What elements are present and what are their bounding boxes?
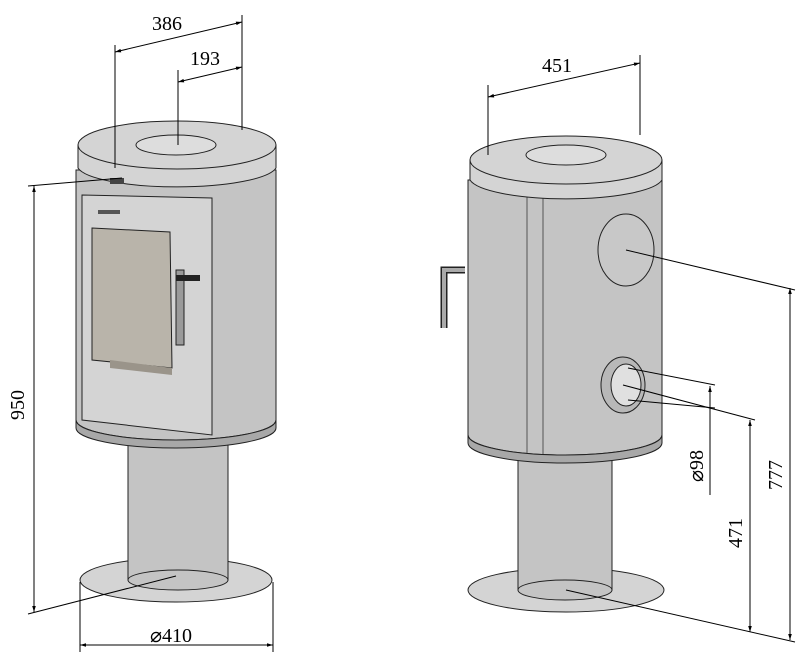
dimension-outlet-diameter: ⌀98 — [686, 450, 708, 482]
side-view-stove — [440, 135, 665, 613]
dimension-flue-offset: 193 — [190, 48, 220, 70]
outlet-opening — [610, 363, 642, 407]
dimension-top-width: 386 — [152, 13, 182, 35]
bottom-band — [75, 419, 277, 449]
brand-logo — [98, 210, 120, 214]
dimension-outlet-height: 471 — [725, 518, 747, 548]
dimension-depth: 451 — [542, 55, 572, 77]
air-control — [110, 178, 124, 184]
window-glass — [91, 227, 173, 369]
top-flue-ring — [525, 144, 607, 166]
pedestal-bottom — [127, 569, 229, 591]
pedestal — [127, 429, 229, 581]
side-handle-icon — [440, 266, 465, 328]
top-flue-ring — [135, 134, 217, 156]
front-dimensions: 386 193 950 ⌀410 — [7, 13, 274, 652]
door-handle-icon — [175, 269, 185, 346]
firebox-floor — [110, 360, 172, 375]
pedestal — [517, 439, 613, 591]
dimension-height: 950 — [7, 390, 29, 420]
front-view-stove — [75, 120, 277, 603]
side-dimensions: 451 777 ⌀98 471 — [487, 55, 796, 643]
dimension-base-diameter: ⌀410 — [150, 625, 192, 647]
dimension-flue-height: 777 — [765, 460, 787, 490]
bottom-band — [467, 434, 663, 464]
